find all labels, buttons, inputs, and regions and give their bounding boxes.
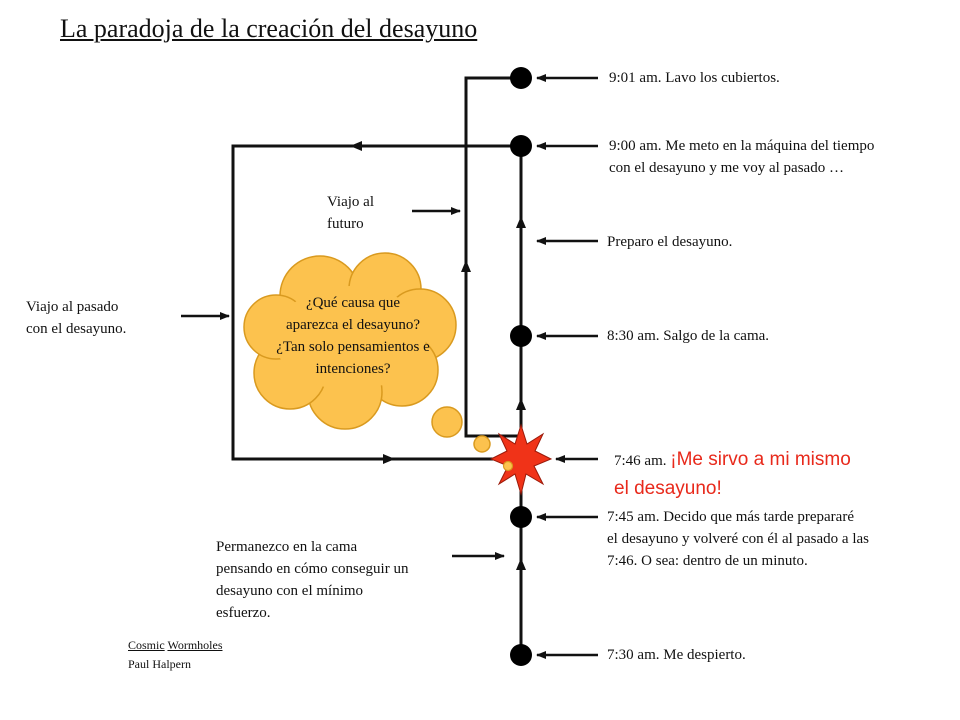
cloud-line: ¿Tan solo pensamientos e [276, 339, 430, 355]
event-label-730: 7:30 am. Me despierto. [607, 644, 746, 666]
stay-in-bed-label: Permanezco en la cama pensando en cómo c… [216, 536, 408, 624]
event-dot-830 [510, 325, 532, 347]
label-line: Viajo al [327, 194, 374, 210]
explosion-star [489, 423, 553, 496]
event-label-900: 9:00 am. Me meto en la máquina del tiemp… [609, 135, 874, 179]
label-line: con el desayuno. [26, 321, 127, 337]
past-travel-label: Viajo al pasado con el desayuno. [26, 296, 126, 340]
event-text: Preparo el desayuno. [607, 234, 733, 250]
label-line: Viajo al pasado [26, 299, 119, 315]
credit-book-word: Cosmic [128, 638, 165, 652]
source-credit: Cosmic Wormholes Paul Halpern [128, 636, 223, 674]
event-dot-900 [510, 135, 532, 157]
past-arrow-bottom [383, 454, 395, 464]
credit-book-word: Wormholes [167, 638, 223, 652]
thought-bubble-medium [473, 435, 491, 453]
thought-cloud-text: ¿Qué causa que aparezca el desayuno? ¿Ta… [238, 292, 468, 380]
event-label-745-cont: el desayuno y volveré con él al pasado a… [607, 528, 869, 572]
past-travel-path [231, 144, 512, 461]
timeline-arrow [516, 216, 526, 228]
future-travel-label: Viajo al futuro [327, 191, 374, 235]
future-travel-path [464, 76, 521, 438]
cloud-line: ¿Qué causa que [305, 295, 401, 311]
event-label-830: 8:30 am. Salgo de la cama. [607, 325, 769, 347]
event-time: 7:46 am. [614, 453, 667, 469]
event-time: 9:00 am. [609, 138, 662, 154]
event-text: el desayuno y volveré con él al pasado a… [607, 531, 869, 547]
timeline-arrow [516, 558, 526, 570]
credit-author: Paul Halpern [128, 657, 191, 671]
thought-bubble-large [431, 406, 463, 438]
event-text: Me meto en la máquina del tiempo [665, 138, 875, 154]
event-text: Me despierto. [663, 647, 746, 663]
label-line: futuro [327, 216, 364, 232]
event-text: 7:46. O sea: dentro de un minuto. [607, 553, 808, 569]
label-line: desayuno con el mínimo [216, 583, 364, 599]
event-dot-745 [510, 506, 532, 528]
label-line: Permanezco en la cama [216, 539, 358, 555]
future-arrow [461, 260, 471, 272]
event-label-901: 9:01 am. Lavo los cubiertos. [609, 67, 780, 89]
timeline-arrow [516, 398, 526, 410]
event-text: Salgo de la cama. [663, 328, 770, 344]
event-label-prepare: Preparo el desayuno. [607, 231, 732, 253]
event-label-746: 7:46 am. ¡Me sirvo a mi mismo el desayun… [614, 446, 851, 504]
event-dot-730 [510, 644, 532, 666]
event-dot-901 [510, 67, 532, 89]
event-text: Lavo los cubiertos. [665, 70, 780, 86]
label-line: esfuerzo. [216, 605, 271, 621]
thought-bubble-small [502, 460, 514, 472]
event-text: con el desayuno y me voy al pasado … [609, 160, 844, 176]
event-label-745: 7:45 am. Decido que más tarde prepararé [607, 506, 854, 528]
thought-cloud [243, 252, 457, 430]
past-arrow-top [350, 141, 362, 151]
event-highlight-text: el desayuno! [614, 478, 722, 499]
event-time: 8:30 am. [607, 328, 660, 344]
event-time: 7:45 am. [607, 509, 660, 525]
cloud-line: aparezca el desayuno? [285, 317, 421, 333]
event-time: 7:30 am. [607, 647, 660, 663]
label-line: pensando en cómo conseguir un [216, 561, 409, 577]
event-highlight-text: ¡Me sirvo a mi mismo [670, 449, 851, 470]
event-text: Decido que más tarde prepararé [663, 509, 854, 525]
event-time: 9:01 am. [609, 70, 662, 86]
cloud-line: intenciones? [315, 361, 391, 377]
page-title: La paradoja de la creación del desayuno [60, 14, 478, 43]
